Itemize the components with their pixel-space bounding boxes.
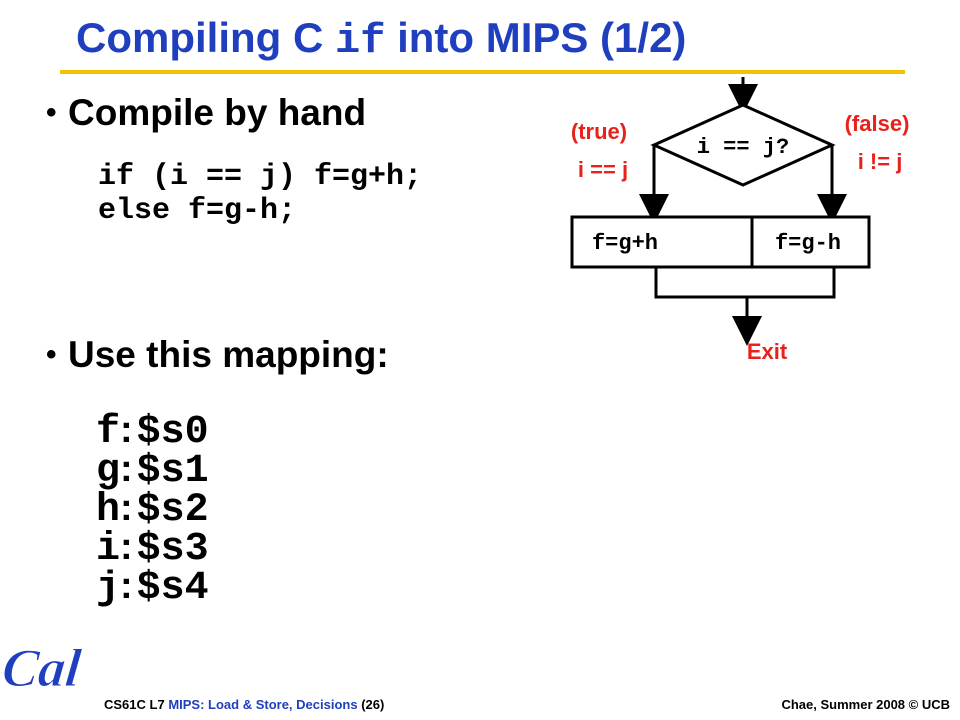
mapping-row: h:$s2	[96, 487, 209, 531]
bullet-dot-icon: •	[46, 338, 57, 371]
false-box-text: f=g-h	[775, 231, 841, 256]
mapping-colon: :	[120, 565, 133, 607]
footer-author: Chae, Summer 2008 © UCB	[781, 697, 950, 712]
mapping-var: g	[96, 449, 121, 494]
false-box	[750, 215, 871, 269]
mapping-reg: $s2	[136, 488, 209, 533]
decision-diamond	[650, 103, 836, 187]
mapping-row: j:$s4	[96, 565, 209, 609]
title-rule	[60, 70, 905, 74]
title-part1: Compiling C	[76, 14, 335, 61]
title-part2: into MIPS (1/2)	[385, 14, 687, 61]
mapping-reg: $s4	[136, 566, 209, 611]
mapping-var: j	[96, 566, 121, 611]
title-code: if	[334, 17, 386, 65]
register-mapping: f:$s0 g:$s1 h:$s2 i:$s3 j:$s4	[96, 409, 209, 609]
flowchart: i == j? (true) i == j (false) i != j f=g…	[570, 77, 910, 364]
mapping-reg: $s0	[136, 410, 209, 455]
code-line: if (i == j) f=g+h;	[98, 160, 423, 194]
mapping-colon: :	[120, 487, 133, 529]
mapping-row: g:$s1	[96, 448, 209, 492]
mapping-var: f	[96, 410, 121, 455]
false-label: (false)	[845, 111, 910, 136]
mapping-row: i:$s3	[96, 526, 209, 570]
false-cond: i != j	[858, 149, 903, 174]
mapping-row: f:$s0	[96, 409, 209, 453]
merge-line	[654, 267, 836, 299]
footer-topic: MIPS: Load & Store, Decisions	[168, 697, 358, 712]
mapping-var: h	[96, 488, 121, 533]
true-cond: i == j	[578, 157, 628, 182]
cal-logo: Cal	[4, 638, 84, 698]
mapping-reg: $s1	[136, 449, 209, 494]
slide-title: Compiling C if into MIPS (1/2)	[76, 14, 686, 65]
true-label: (true)	[571, 119, 627, 144]
bullet-text: Use this mapping:	[68, 334, 389, 375]
bullet-mapping: • Use this mapping:	[46, 334, 389, 376]
true-box	[570, 215, 754, 269]
true-box-text: f=g+h	[592, 231, 658, 256]
cal-logo-text: Cal	[4, 638, 84, 698]
exit-label: Exit	[747, 339, 788, 364]
mapping-colon: :	[120, 409, 133, 451]
bullet-dot-icon: •	[46, 96, 57, 129]
condition-text: i == j?	[697, 135, 789, 160]
code-block: if (i == j) f=g+h;else f=g-h;	[98, 160, 422, 228]
code-line: else f=g-h;	[98, 194, 297, 228]
footer-course: CS61C L7 MIPS: Load & Store, Decisions (…	[104, 697, 384, 712]
mapping-colon: :	[120, 448, 133, 490]
bullet-text: Compile by hand	[68, 92, 367, 133]
bullet-compile: • Compile by hand	[46, 92, 366, 134]
footer-page: (26)	[357, 697, 385, 712]
mapping-reg: $s3	[136, 527, 209, 572]
footer-course-id: CS61C L7	[104, 697, 169, 712]
mapping-colon: :	[120, 526, 133, 568]
mapping-var: i	[96, 527, 121, 572]
